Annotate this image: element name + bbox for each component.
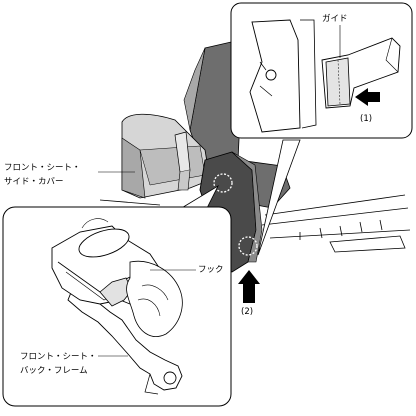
hook-location-upper — [213, 173, 233, 193]
seat-cushion — [121, 113, 211, 199]
back-frame-label-line1: フロント・シート・ — [20, 352, 97, 362]
arrow-up-icon — [238, 270, 260, 303]
back-frame-label-line2: バック・フレーム — [20, 366, 88, 376]
hook-location-lower — [238, 236, 258, 256]
side-cover-label-line2: サイド・カバー — [4, 177, 64, 187]
guide-callout — [230, 2, 413, 256]
step-1-label: (1) — [360, 114, 373, 124]
side-cover-label-line1: フロント・シート・ — [4, 163, 81, 173]
hook-label: フック — [198, 265, 224, 275]
hook-callout — [2, 184, 232, 407]
floor-rails — [99, 194, 411, 253]
guide-label: ガイド — [322, 14, 348, 24]
step-2-label: (2) — [241, 307, 254, 317]
